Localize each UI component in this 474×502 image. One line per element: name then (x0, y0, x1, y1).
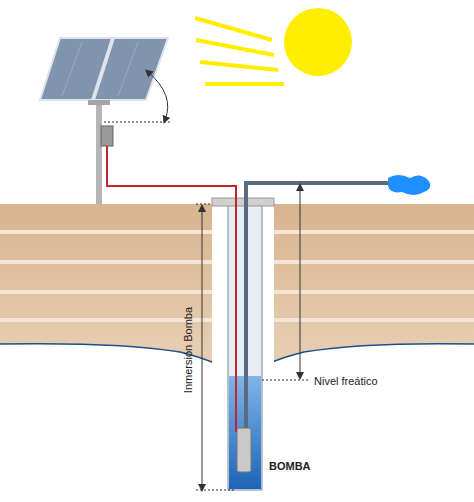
controller (101, 126, 113, 146)
part-name: BOMBA (267, 460, 313, 472)
pump (237, 428, 251, 472)
well-shaft (212, 204, 274, 490)
water-outflow (388, 175, 430, 195)
well-cap (212, 198, 274, 206)
tilt-angle (148, 72, 168, 120)
solar-panel (40, 38, 168, 100)
dimension-label: Inmersión Bomba (182, 307, 194, 393)
mount-pole (96, 100, 102, 206)
dimension-line (300, 187, 301, 376)
discharge-pipe (246, 183, 392, 428)
sun-rays (195, 18, 284, 84)
dimension-line (202, 208, 203, 488)
dimension-label: Nivel freático (312, 375, 380, 387)
reference-line (100, 122, 172, 123)
sun (284, 8, 352, 76)
power-cable (107, 146, 236, 432)
